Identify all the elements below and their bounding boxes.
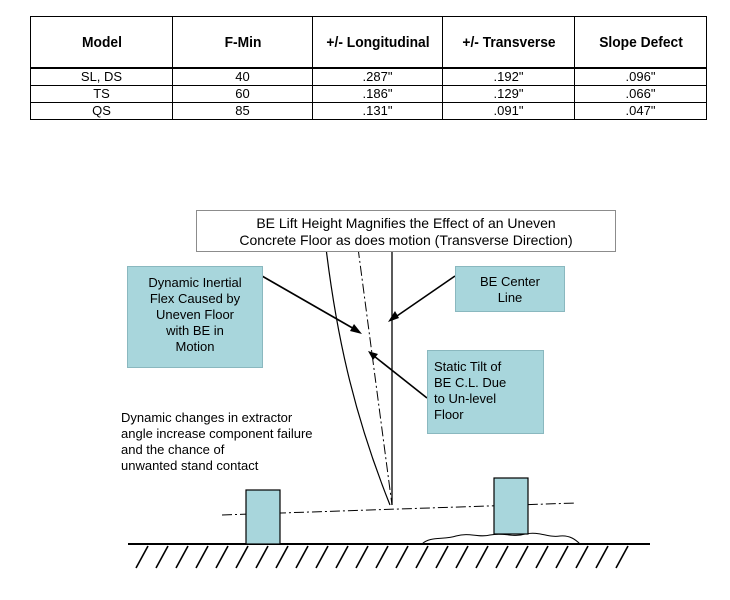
dynamic-flex-line: Dynamic Inertial <box>148 275 242 290</box>
cell-longitudinal: .287" <box>312 67 443 86</box>
static-tilt-arrowhead <box>368 351 378 360</box>
header-model: Model <box>35 16 168 69</box>
table-row: SL, DS 40 .287" .192" .096" <box>30 67 707 86</box>
dynamic-flex-line: with BE in <box>166 323 224 338</box>
table-row: TS 60 .186" .129" .066" <box>30 85 707 103</box>
header-f-min: F-Min <box>177 16 308 69</box>
static-tilt-line: Floor <box>434 407 464 422</box>
cell-f-min: 85 <box>172 102 313 120</box>
static-tilt-line: BE C.L. Due <box>434 375 507 390</box>
cell-longitudinal: .131" <box>312 102 443 120</box>
dynamic-flex-leader <box>261 275 357 331</box>
header-slope-defect: Slope Defect <box>579 16 702 69</box>
failure-note-line: unwanted stand contact <box>121 458 259 473</box>
dynamic-flex-curve <box>325 247 391 506</box>
diagram-title-line: BE Lift Height Magnifies the Effect of a… <box>256 215 556 231</box>
left-stand <box>245 489 281 545</box>
center-line-label: BE Center Line <box>455 266 565 312</box>
failure-note-line: and the chance of <box>121 442 225 457</box>
static-tilt-line: Static Tilt of <box>434 359 502 374</box>
uneven-floor-bump <box>421 532 581 545</box>
failure-note-line: angle increase component failure <box>121 426 313 441</box>
dynamic-flex-arrowhead <box>350 324 362 334</box>
diagram-title-box: BE Lift Height Magnifies the Effect of a… <box>196 210 616 252</box>
center-line-leader <box>393 275 456 319</box>
static-tilt-line <box>357 247 393 506</box>
right-stand <box>493 477 529 535</box>
static-tilt-line: to Un-level <box>434 391 497 406</box>
header-transverse: +/- Transverse <box>447 16 570 69</box>
cell-model: QS <box>30 102 173 120</box>
dynamic-flex-line: Uneven Floor <box>155 307 235 322</box>
spec-table: Model F-Min +/- Longitudinal +/- Transve… <box>30 16 707 120</box>
dynamic-flex-label: Dynamic Inertial Flex Caused by Uneven F… <box>127 266 263 368</box>
static-tilt-label: Static Tilt of BE C.L. Due to Un-level F… <box>427 350 544 434</box>
static-tilt-leader <box>373 355 428 399</box>
table-header-row: Model F-Min +/- Longitudinal +/- Transve… <box>30 16 707 69</box>
cell-transverse: .091" <box>442 102 575 120</box>
floor-hatching <box>135 545 629 569</box>
header-longitudinal: +/- Longitudinal <box>317 16 438 69</box>
cell-slope-defect: .096" <box>574 67 707 86</box>
center-line-line: BE Center <box>480 274 540 289</box>
cell-slope-defect: .047" <box>574 102 707 120</box>
dynamic-flex-line: Motion <box>175 339 215 354</box>
failure-note-line: Dynamic changes in extractor <box>121 410 293 425</box>
dynamic-flex-line: Flex Caused by <box>149 291 241 306</box>
failure-note: Dynamic changes in extractor angle incre… <box>121 410 381 480</box>
table-row: QS 85 .131" .091" .047" <box>30 102 707 120</box>
center-line-arrowhead <box>388 311 399 322</box>
diagram-title-line: Concrete Floor as does motion (Transvers… <box>239 232 573 248</box>
center-line-line: Line <box>497 290 523 305</box>
